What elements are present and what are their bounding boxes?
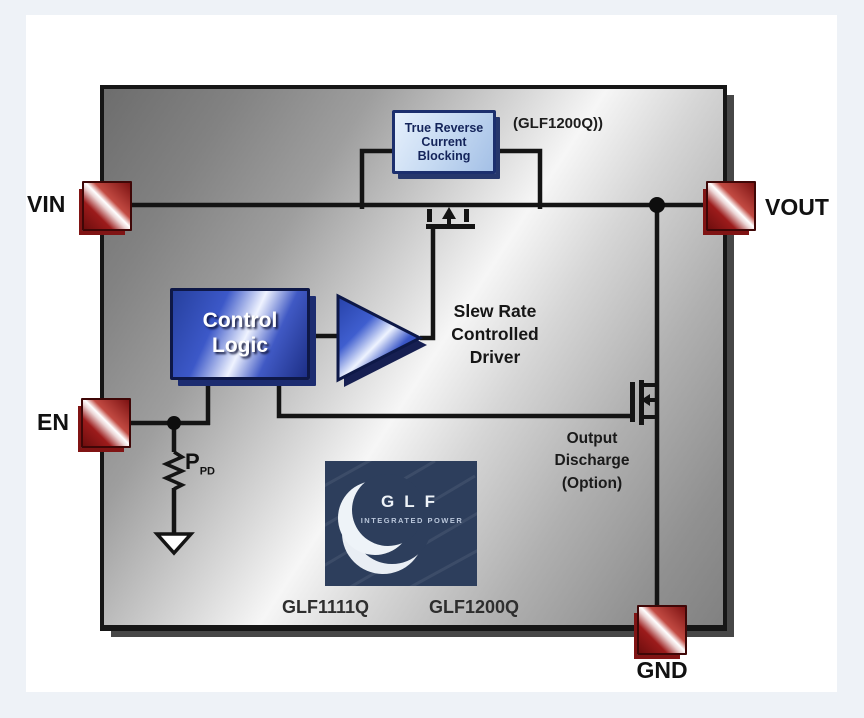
wire-logic-to-discharge-gate (276, 378, 633, 419)
reverse-blocking-block: True Reverse Current Blocking (392, 110, 496, 174)
junction-en (167, 416, 181, 430)
wire-blocking-left-tap (359, 148, 394, 209)
junction-vout (649, 197, 665, 213)
glf-logo: GLF INTEGRATED POWER (325, 461, 477, 586)
vin-pin (82, 181, 132, 231)
pass-fet-icon (426, 207, 475, 229)
slew-line1: Slew Rate (453, 301, 537, 321)
part-number-glf1200q: GLF1200Q (429, 597, 520, 617)
pulldown-symbol: P (185, 449, 200, 474)
en-pin (81, 398, 131, 448)
resistor-symbol (161, 450, 187, 491)
output-discharge-label: Output Discharge (Option) (538, 428, 646, 495)
wire-blocking-right-tap (494, 148, 543, 209)
reverse-blocking-line1: True Reverse (404, 121, 484, 135)
reverse-blocking-line3: Blocking (417, 149, 471, 163)
logo-brand-text: GLF (381, 492, 445, 511)
junction-dots (167, 197, 665, 430)
variant-note: (GLF1200Q)) (513, 115, 604, 132)
crescent-icon (325, 461, 477, 586)
vout-label: VOUT (765, 194, 829, 220)
driver-triangle-icon (336, 293, 427, 387)
vin-label: VIN (27, 191, 66, 217)
discharge-line3: (Option) (561, 474, 623, 492)
pulldown-subscript: PD (199, 465, 215, 478)
reverse-blocking-line2: Current (421, 135, 467, 149)
discharge-fet-icon (630, 380, 657, 425)
slew-line2: Controlled (451, 323, 539, 344)
ground-icon (153, 532, 195, 556)
slew-line3: Driver (469, 346, 521, 367)
gnd-label: GND (636, 657, 688, 683)
control-logic-line2: Logic (212, 334, 268, 357)
pulldown-resistor-label: PPD (185, 449, 215, 477)
discharge-line1: Output (566, 430, 618, 447)
wire-driver-to-gate (420, 229, 436, 341)
part-number-glf1111q: GLF1111Q (282, 597, 370, 617)
en-label: EN (37, 409, 69, 435)
control-logic-line1: Control (202, 309, 278, 333)
gnd-pin (637, 605, 687, 655)
control-logic-block: Control Logic (170, 288, 310, 380)
slew-driver-label: Slew Rate Controlled Driver (428, 300, 562, 368)
discharge-line2: Discharge (554, 452, 630, 470)
vout-pin (706, 181, 756, 231)
logo-tagline-text: INTEGRATED POWER (360, 516, 464, 525)
